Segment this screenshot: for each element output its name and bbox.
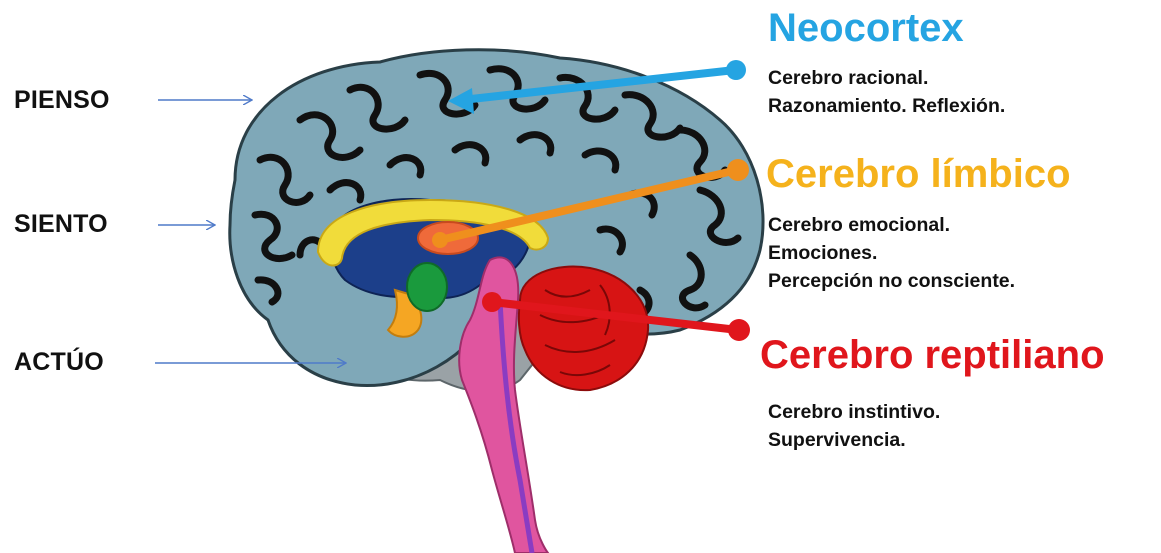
label-actuo: ACTÚO <box>14 350 104 375</box>
amygdala <box>407 263 447 311</box>
reptilian-title: Cerebro reptiliano <box>760 335 1105 375</box>
reptilian-line-1: Cerebro instintivo. <box>768 398 940 426</box>
neocortex-line-1: Cerebro racional. <box>768 64 1005 92</box>
neocortex-title: Neocortex <box>768 8 964 48</box>
limbic-line-3: Percepción no consciente. <box>768 267 1015 295</box>
limbic-description: Cerebro emocional. Emociones. Percepción… <box>768 211 1015 295</box>
cerebellum <box>519 267 648 391</box>
reptilian-line-2: Supervivencia. <box>768 426 940 454</box>
limbic-line-2: Emociones. <box>768 239 1015 267</box>
label-pienso: PIENSO <box>14 88 110 113</box>
reptilian-description: Cerebro instintivo. Supervivencia. <box>768 398 940 454</box>
neocortex-description: Cerebro racional. Razonamiento. Reflexió… <box>768 64 1005 120</box>
limbic-line-1: Cerebro emocional. <box>768 211 1015 239</box>
neocortex-line-2: Razonamiento. Reflexión. <box>768 92 1005 120</box>
limbic-title: Cerebro límbico <box>766 154 1071 194</box>
label-siento: SIENTO <box>14 212 108 237</box>
